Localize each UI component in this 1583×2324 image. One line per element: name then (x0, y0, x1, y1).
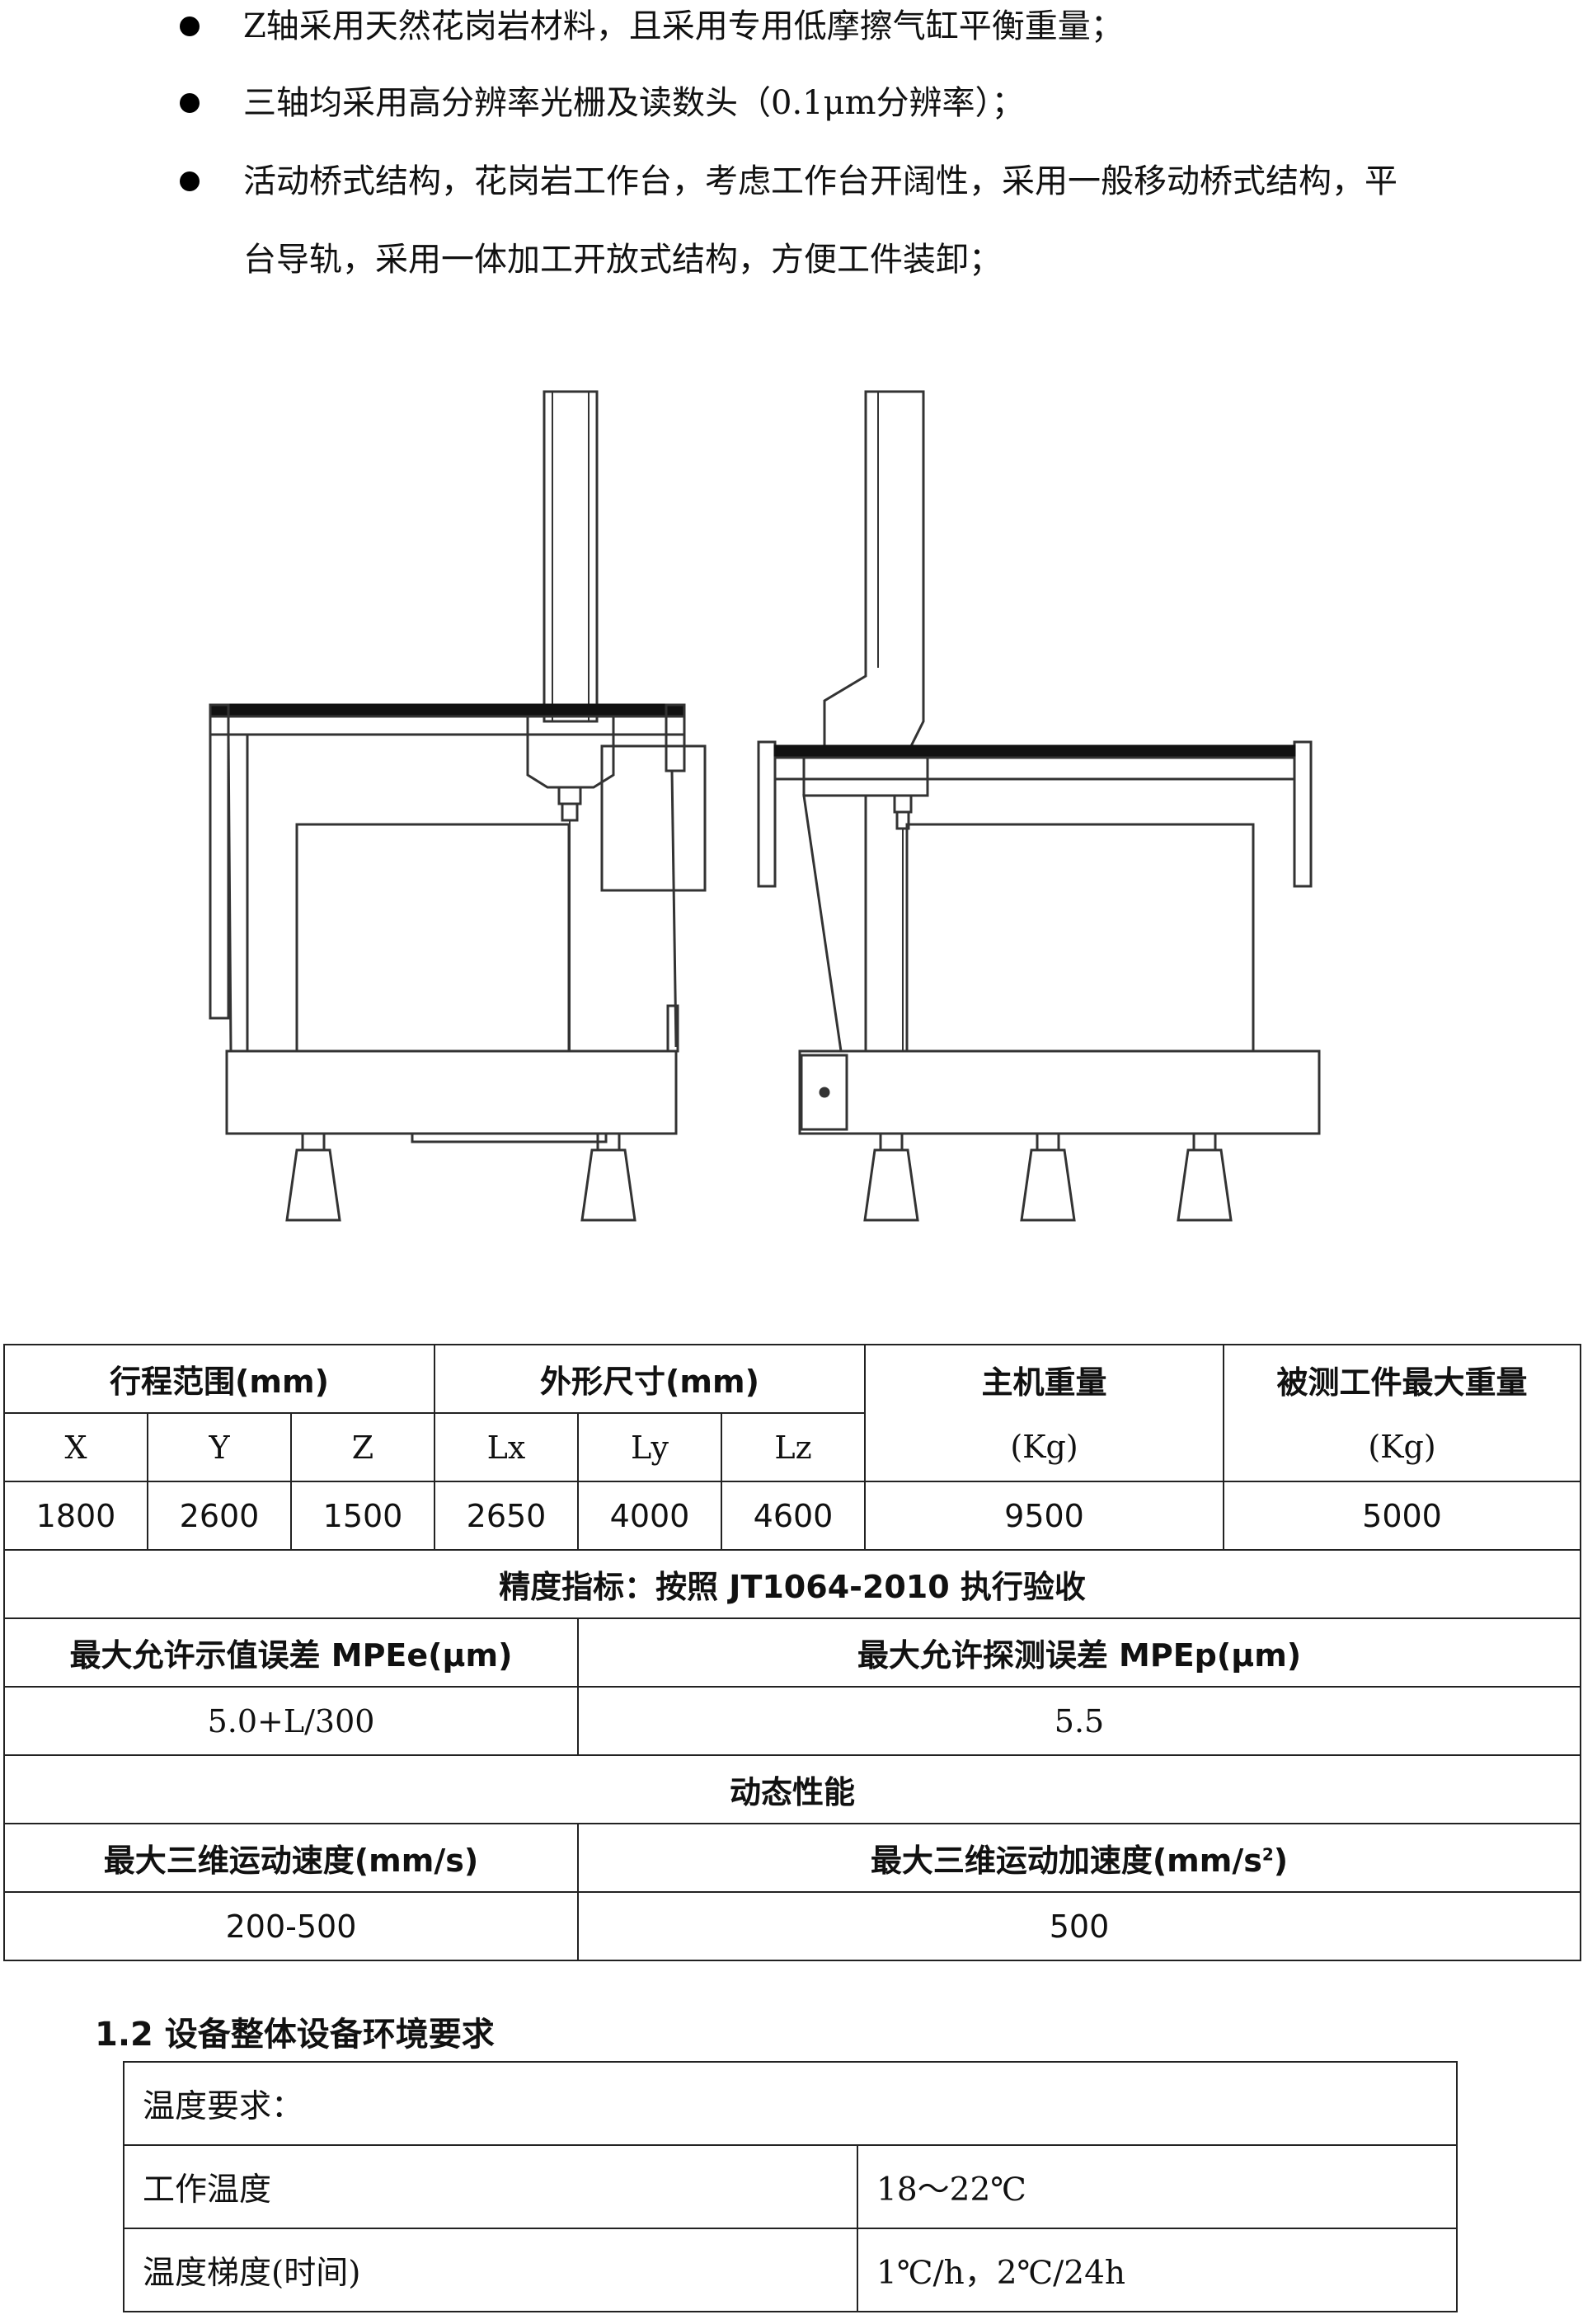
value-y: 2600 (147, 1481, 292, 1551)
overall-size-header: 外形尺寸(mm) (434, 1344, 866, 1414)
machine-weight-unit: (Kg) (864, 1413, 1224, 1482)
spec-table: 行程范围(mm) 外形尺寸(mm) 主机重量 被测工件最大重量 X Y Z Lx… (3, 1344, 1581, 1961)
axis-z: Z (290, 1412, 435, 1482)
side-view (757, 390, 1321, 1222)
value-z: 1500 (290, 1481, 435, 1551)
value-lx: 2650 (434, 1481, 579, 1551)
max-workpiece-weight-unit: (Kg) (1223, 1413, 1581, 1482)
accuracy-title: 精度指标：按照 JT1064-2010 执行验收 (3, 1549, 1581, 1619)
mpep-value: 5.5 (577, 1686, 1581, 1756)
bullet-item: 三轴均采用高分辨率光栅及读数头（0.1μm分辨率）； (243, 84, 1025, 122)
mpee-value: 5.0+L/300 (3, 1686, 579, 1756)
front-view (209, 390, 707, 1222)
working-temperature-label: 工作温度 (123, 2144, 858, 2229)
temperature-gradient-label: 温度梯度(时间) (123, 2228, 858, 2312)
value-x: 1800 (3, 1481, 148, 1551)
table-row: 工作温度 18～22℃ (123, 2144, 1459, 2229)
value-ly: 4000 (577, 1481, 722, 1551)
size-ly: Ly (577, 1412, 722, 1482)
temperature-requirements-header: 温度要求： (122, 2061, 1459, 2146)
bullet-item: Z轴采用天然花岗岩材料，且采用专用低摩擦气缸平衡重量； (243, 7, 1124, 45)
bullet-dot (180, 171, 200, 191)
environment-table: 温度要求： 工作温度 18～22℃ 温度梯度(时间) 1℃/h，2℃/24h (122, 2061, 1459, 2312)
axis-x: X (3, 1412, 148, 1482)
mpep-label: 最大允许探测误差 MPEp(μm) (577, 1617, 1581, 1688)
value-lz: 4600 (721, 1481, 866, 1551)
max-workpiece-weight-value: 5000 (1223, 1481, 1581, 1551)
size-lx: Lx (434, 1412, 579, 1482)
max-workpiece-weight-header: 被测工件最大重量 (1223, 1344, 1581, 1413)
dynamic-performance-title: 动态性能 (3, 1754, 1581, 1824)
max-speed-label: 最大三维运动速度(mm/s) (3, 1823, 579, 1893)
axis-y: Y (147, 1412, 292, 1482)
temperature-gradient-value: 1℃/h，2℃/24h (856, 2228, 1459, 2312)
machine-weight-value: 9500 (864, 1481, 1224, 1551)
max-speed-value: 200-500 (3, 1891, 579, 1961)
table-row: 温度梯度(时间) 1℃/h，2℃/24h (123, 2228, 1459, 2312)
bullet-dot (180, 16, 200, 36)
bullet-item: 活动桥式结构，花岗岩工作台，考虑工作台开阔性，采用一般移动桥式结构，平 (243, 162, 1397, 200)
bullet-item-continuation: 台导轨，采用一体加工开放式结构，方便工件装卸； (243, 241, 1002, 279)
working-temperature-value: 18～22℃ (856, 2144, 1459, 2229)
travel-range-header: 行程范围(mm) (3, 1344, 435, 1414)
mpee-label: 最大允许示值误差 MPEe(μm) (3, 1617, 579, 1688)
bullet-dot (180, 93, 200, 113)
section-title: 1.2 设备整体设备环境要求 (95, 2016, 495, 2054)
machine-weight-header: 主机重量 (864, 1344, 1224, 1413)
machine-drawing (209, 390, 1321, 1222)
max-acceleration-label: 最大三维运动加速度(mm/s2) (577, 1823, 1581, 1893)
max-acceleration-value: 500 (577, 1891, 1581, 1961)
size-lz: Lz (721, 1412, 866, 1482)
